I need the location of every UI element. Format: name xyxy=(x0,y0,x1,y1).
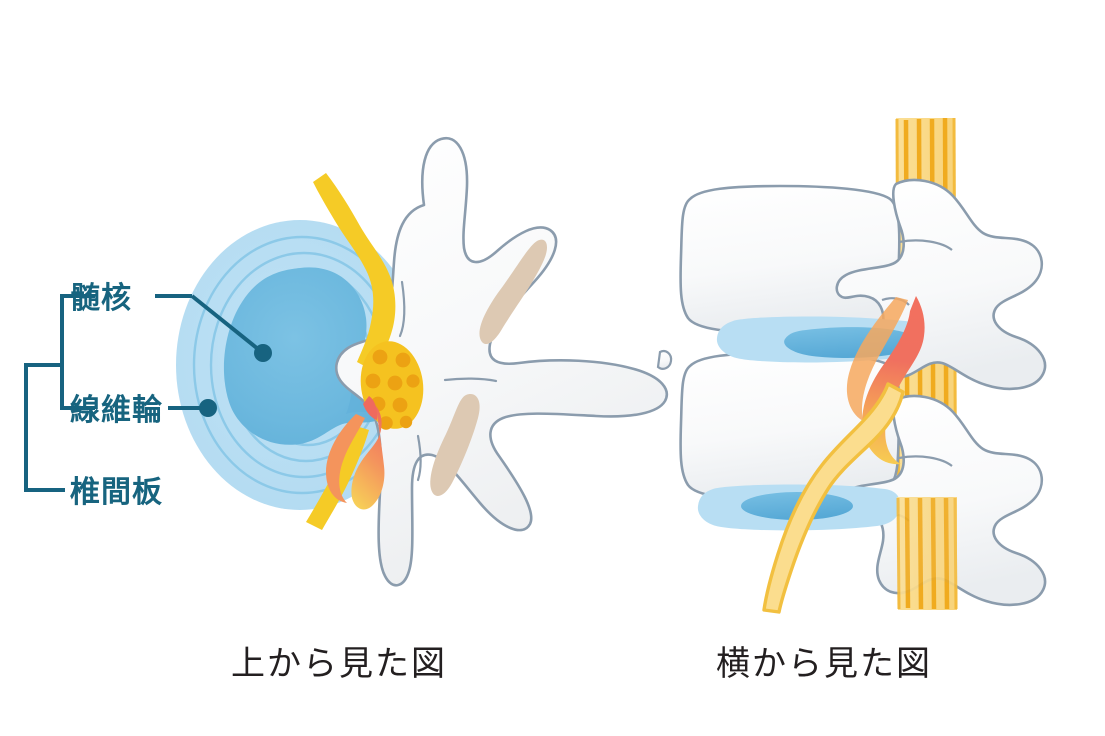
caption-top-view: 上から見た図 xyxy=(231,644,447,684)
nerve-compression-icon xyxy=(326,396,385,510)
cord-front-stripes-icon xyxy=(896,497,958,610)
side-view-group xyxy=(656,117,1047,614)
vertebral-body-upper xyxy=(679,184,901,335)
top-view-group: 髄核 線維輪 椎間板 xyxy=(24,136,668,587)
leader-dot-icon xyxy=(199,399,217,417)
adjacent-bone-fragment xyxy=(656,350,673,370)
leader-dot-icon xyxy=(254,344,272,362)
vertebra-top-view-icon xyxy=(334,136,668,587)
label-nucleus: 髄核 xyxy=(70,281,132,316)
label-annulus: 線維輪 xyxy=(70,393,163,428)
callout-group-top-view xyxy=(24,294,272,492)
nerve-root-icon xyxy=(762,382,905,614)
caption-side-view: 横から見た図 xyxy=(716,644,932,684)
label-disc: 椎間板 xyxy=(70,475,163,510)
